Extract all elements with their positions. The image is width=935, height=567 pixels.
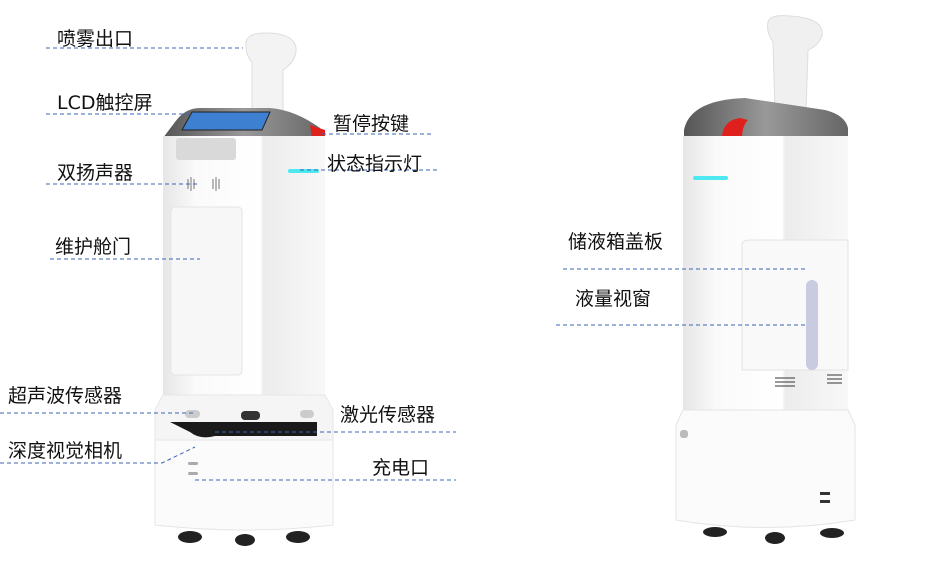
label-tank-cover: 储液箱盖板 [568, 231, 664, 253]
base-lower [154, 439, 334, 531]
wheels [703, 527, 844, 544]
label-pause-button: 暂停按键 [333, 113, 410, 135]
level-window [806, 280, 818, 370]
label-level-window: 液量视窗 [575, 288, 652, 310]
lcd-screen [181, 111, 271, 131]
head-cap [684, 98, 848, 138]
spray-nozzle [767, 15, 823, 113]
label-charging-port: 充电口 [372, 457, 430, 479]
label-laser-sensor: 激光传感器 [340, 404, 436, 426]
robot-rear-view [675, 15, 856, 544]
label-maintenance-door: 维护舱门 [55, 236, 132, 258]
leader-lines [0, 47, 806, 481]
wheels [178, 531, 310, 546]
speaker-grille-top [176, 138, 236, 160]
pause-button [722, 118, 748, 138]
label-depth-camera: 深度视觉相机 [8, 440, 123, 462]
label-spray-outlet: 喷雾出口 [57, 28, 134, 50]
status-light [288, 169, 319, 173]
base [675, 409, 856, 528]
charging-port [820, 492, 830, 495]
ultrasonic-sensor-right [300, 410, 314, 418]
label-status-light: 状态指示灯 [327, 153, 423, 175]
spray-nozzle [245, 32, 297, 113]
pause-button [310, 125, 325, 138]
ultrasonic-sensor-left [185, 410, 200, 418]
ultrasonic-sensor-mid [241, 411, 260, 420]
label-dual-speakers: 双扬声器 [57, 162, 134, 184]
status-light [693, 176, 728, 180]
label-ultrasonic-sensor: 超声波传感器 [8, 385, 123, 407]
robot-front-view [154, 32, 334, 546]
vent-left [775, 377, 795, 387]
maintenance-door [170, 206, 243, 376]
label-lcd-touchscreen: LCD触控屏 [57, 92, 153, 114]
tank-cover [741, 239, 849, 371]
vent-right [827, 374, 842, 384]
laser-slot [170, 422, 317, 438]
charging-port [188, 462, 198, 465]
